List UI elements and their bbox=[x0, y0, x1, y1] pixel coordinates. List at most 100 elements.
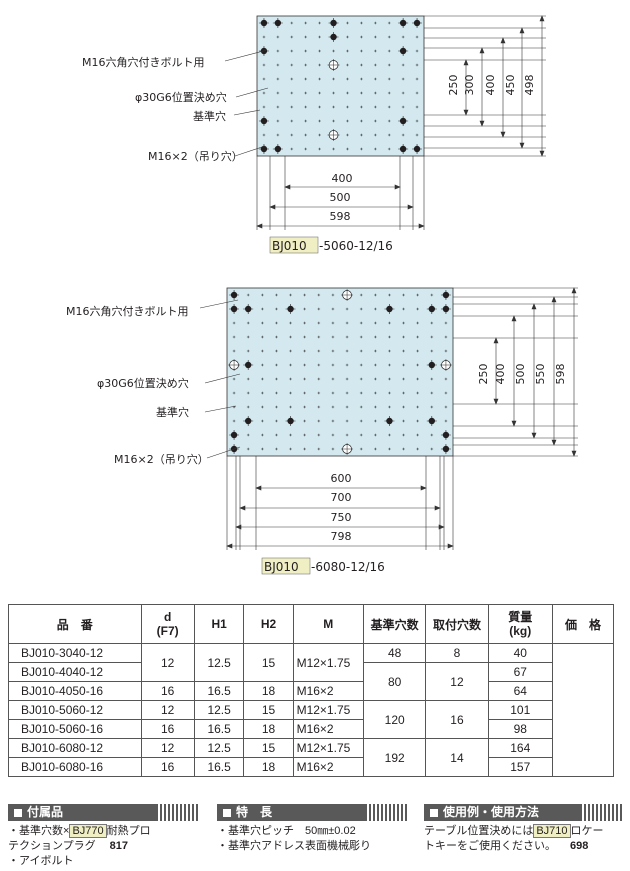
reference-hole-icon bbox=[416, 307, 419, 311]
reference-hole-icon bbox=[331, 433, 335, 437]
reference-hole-icon bbox=[246, 377, 250, 381]
reference-hole-icon bbox=[275, 447, 278, 451]
reference-hole-icon bbox=[373, 21, 377, 25]
label-lifting-hole: M16×2（吊り穴） bbox=[148, 149, 243, 163]
cell-m: M12×1.75 bbox=[292, 643, 364, 682]
reference-hole-icon bbox=[345, 349, 349, 353]
reference-hole-icon bbox=[430, 349, 434, 353]
reference-hole-icon bbox=[262, 63, 266, 67]
page-ref[interactable]: 698 bbox=[570, 840, 589, 852]
reference-hole-icon bbox=[415, 105, 419, 109]
plate bbox=[256, 15, 425, 157]
reference-hole-icon bbox=[416, 321, 419, 325]
label-lifting-hole: M16×2（吊り穴） bbox=[114, 452, 209, 466]
hdim: 798 bbox=[331, 530, 352, 543]
reference-hole-icon bbox=[374, 363, 377, 367]
reference-hole-icon bbox=[318, 21, 321, 25]
reference-hole-icon bbox=[262, 91, 266, 95]
col-h1: H1 bbox=[193, 604, 245, 644]
reference-hole-icon bbox=[402, 363, 405, 367]
reference-hole-icon bbox=[416, 433, 419, 437]
reference-hole-icon bbox=[262, 77, 266, 81]
reference-hole-icon bbox=[332, 49, 335, 53]
reference-hole-icon bbox=[332, 119, 335, 123]
product-code-link[interactable]: BJ770 bbox=[69, 824, 107, 838]
features-header: 特 長 bbox=[217, 804, 407, 821]
table-row: BJ010-5060-16 16 16.5 18 M16×2 98 bbox=[8, 719, 614, 739]
reference-hole-icon bbox=[304, 77, 308, 81]
reference-hole-icon bbox=[246, 335, 250, 339]
reference-hole-icon bbox=[387, 119, 391, 123]
reference-hole-icon bbox=[303, 419, 306, 423]
reference-hole-icon bbox=[345, 419, 349, 423]
features-section: 特 長 ・基準穴ピッチ 50㎜±0.02 ・基準穴アドレス表面機械彫り bbox=[217, 804, 407, 854]
model-code-box bbox=[261, 557, 311, 575]
reference-hole-icon bbox=[387, 21, 391, 25]
reference-hole-icon bbox=[303, 433, 306, 437]
col-h2: H2 bbox=[243, 604, 294, 644]
reference-hole-icon bbox=[317, 405, 321, 409]
reference-hole-icon bbox=[289, 447, 292, 451]
diagram-5060: M16六角穴付きボルト用 φ30G6位置決め穴 基準穴 M16×2（吊り穴） 4… bbox=[82, 15, 546, 254]
reference-hole-icon bbox=[416, 335, 419, 339]
reference-hole-icon bbox=[246, 349, 250, 353]
hdim: 700 bbox=[331, 491, 352, 504]
col-d: d(F7) bbox=[140, 604, 195, 644]
reference-hole-icon bbox=[290, 119, 294, 123]
cell-h1: 12.5 bbox=[193, 700, 245, 720]
reference-hole-icon bbox=[346, 133, 349, 137]
reference-hole-icon bbox=[289, 335, 292, 339]
reference-hole-icon bbox=[317, 377, 321, 381]
reference-hole-icon bbox=[331, 447, 335, 451]
reference-hole-icon bbox=[387, 133, 391, 137]
reference-hole-icon bbox=[346, 91, 349, 95]
reference-hole-icon bbox=[276, 77, 280, 81]
reference-hole-icon bbox=[444, 419, 448, 423]
reference-hole-icon bbox=[360, 91, 363, 95]
reference-hole-icon bbox=[331, 405, 335, 409]
reference-hole-icon bbox=[331, 363, 335, 367]
page-ref[interactable]: 817 bbox=[109, 840, 129, 852]
reference-hole-icon bbox=[373, 77, 377, 81]
reference-hole-icon bbox=[359, 293, 363, 297]
reference-hole-icon bbox=[346, 147, 349, 151]
reference-hole-icon bbox=[303, 321, 306, 325]
reference-hole-icon bbox=[444, 377, 448, 381]
vdim: 550 bbox=[534, 364, 547, 385]
reference-hole-icon bbox=[331, 419, 335, 423]
reference-hole-icon bbox=[290, 49, 294, 53]
reference-hole-icon bbox=[387, 105, 391, 109]
reference-hole-icon bbox=[359, 335, 363, 339]
table-row: BJ010-6080-16 16 16.5 18 M16×2 157 bbox=[8, 757, 614, 777]
reference-hole-icon bbox=[275, 335, 278, 339]
reference-hole-icon bbox=[232, 377, 236, 381]
accessories-header: 付属品 bbox=[8, 804, 198, 821]
reference-hole-icon bbox=[388, 335, 391, 339]
reference-hole-icon bbox=[303, 293, 306, 297]
cell-ref: 192 bbox=[362, 738, 427, 777]
reference-hole-icon bbox=[346, 119, 349, 123]
reference-hole-icon bbox=[416, 293, 419, 297]
reference-hole-icon bbox=[331, 349, 335, 353]
col-mount: 取付穴数 bbox=[425, 604, 489, 644]
spec-table: 品 番 d(F7) H1 H2 M 基準穴数 取付穴数 質量(kg) 価 格 B… bbox=[8, 604, 614, 777]
reference-hole-icon bbox=[346, 49, 349, 53]
reference-hole-icon bbox=[290, 147, 294, 151]
reference-hole-icon bbox=[402, 307, 405, 311]
label-bolt: M16六角穴付きボルト用 bbox=[66, 304, 189, 318]
reference-hole-icon bbox=[275, 293, 278, 297]
product-code-link[interactable]: BJ710 bbox=[533, 824, 571, 838]
reference-hole-icon bbox=[303, 391, 306, 395]
reference-hole-icon bbox=[416, 391, 419, 395]
usage-line: トキーをご使用ください。698 bbox=[424, 840, 589, 852]
reference-hole-icon bbox=[345, 307, 349, 311]
reference-hole-icon bbox=[387, 77, 391, 81]
reference-hole-icon bbox=[402, 405, 405, 409]
reference-hole-icon bbox=[416, 447, 419, 451]
cell-d: 16 bbox=[140, 681, 195, 701]
label-positioning-hole: φ30G6位置決め穴 bbox=[135, 90, 227, 104]
reference-hole-icon bbox=[360, 63, 363, 67]
reference-hole-icon bbox=[402, 447, 405, 451]
reference-hole-icon bbox=[345, 405, 349, 409]
